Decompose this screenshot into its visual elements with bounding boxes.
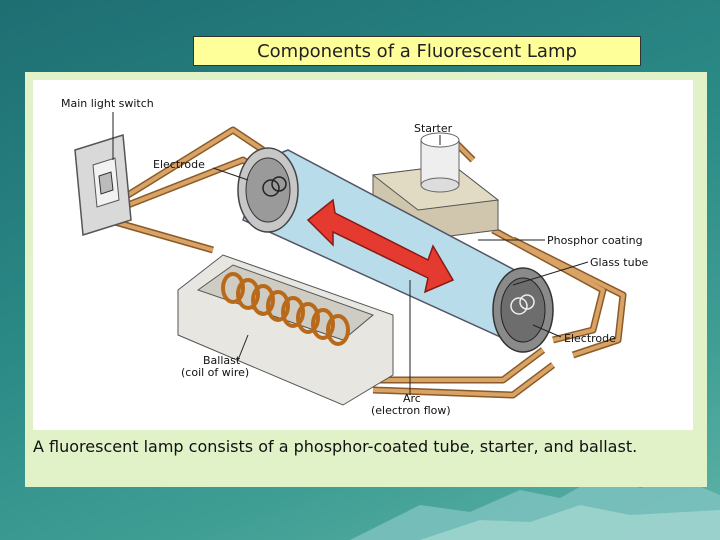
label-starter: Starter xyxy=(414,122,453,135)
label-electrode-right: Electrode xyxy=(564,332,616,345)
main-light-switch xyxy=(74,134,132,236)
arc-arrow xyxy=(306,198,455,294)
label-glass-tube: Glass tube xyxy=(590,256,649,269)
starter xyxy=(371,132,500,241)
slide-caption: A fluorescent lamp consists of a phospho… xyxy=(33,437,638,456)
label-ballast-sub: (coil of wire) xyxy=(181,366,249,379)
ballast xyxy=(177,254,394,406)
label-arc: Arc xyxy=(403,392,421,405)
slide-title: Components of a Fluorescent Lamp xyxy=(193,36,641,66)
label-arc-sub: (electron flow) xyxy=(371,404,451,417)
label-main-light-switch: Main light switch xyxy=(61,97,154,110)
label-ballast: Ballast xyxy=(203,354,241,367)
lamp-diagram: Main light switch Starter Electrode Phos… xyxy=(33,80,693,430)
label-electrode-left: Electrode xyxy=(153,158,205,171)
label-phosphor-coating: Phosphor coating xyxy=(547,234,643,247)
leader-lines xyxy=(112,112,589,395)
